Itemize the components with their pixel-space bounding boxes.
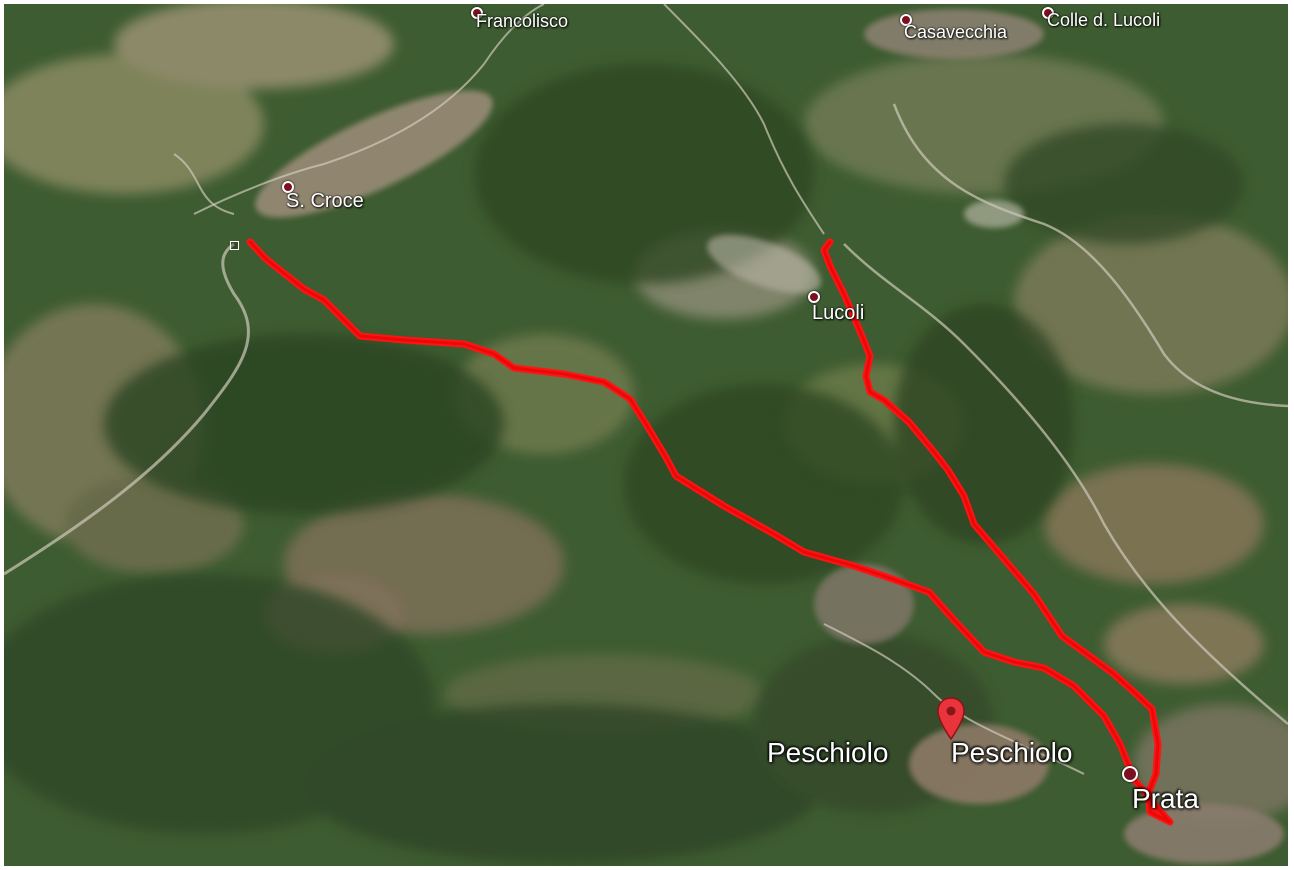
label-peschiolo-2[interactable]: Peschiolo: [951, 737, 1073, 768]
label-lucoli[interactable]: Lucoli: [812, 302, 865, 324]
place-dot-icon[interactable]: [1042, 7, 1054, 19]
start-square-icon[interactable]: [230, 241, 239, 250]
place-dot-icon[interactable]: [1122, 766, 1138, 782]
map-pin-icon[interactable]: [937, 697, 965, 741]
label-casavecchia[interactable]: Casavecchia: [904, 22, 1008, 42]
place-dot-icon[interactable]: [808, 291, 820, 303]
label-colle-di-lucoli[interactable]: Colle d. Lucoli: [1047, 10, 1161, 30]
terrain-imagery: [4, 4, 1288, 866]
place-dot-icon[interactable]: [900, 14, 912, 26]
satellite-map[interactable]: Francolisco Casavecchia Colle d. Lucoli …: [4, 4, 1288, 866]
label-peschiolo-1[interactable]: Peschiolo: [767, 737, 889, 768]
label-francolisco[interactable]: Francolisco: [476, 11, 569, 31]
place-dot-icon[interactable]: [282, 181, 294, 193]
place-dot-icon[interactable]: [471, 7, 483, 19]
label-s-croce[interactable]: S. Croce: [286, 190, 364, 212]
label-prata[interactable]: Prata: [1132, 783, 1199, 814]
